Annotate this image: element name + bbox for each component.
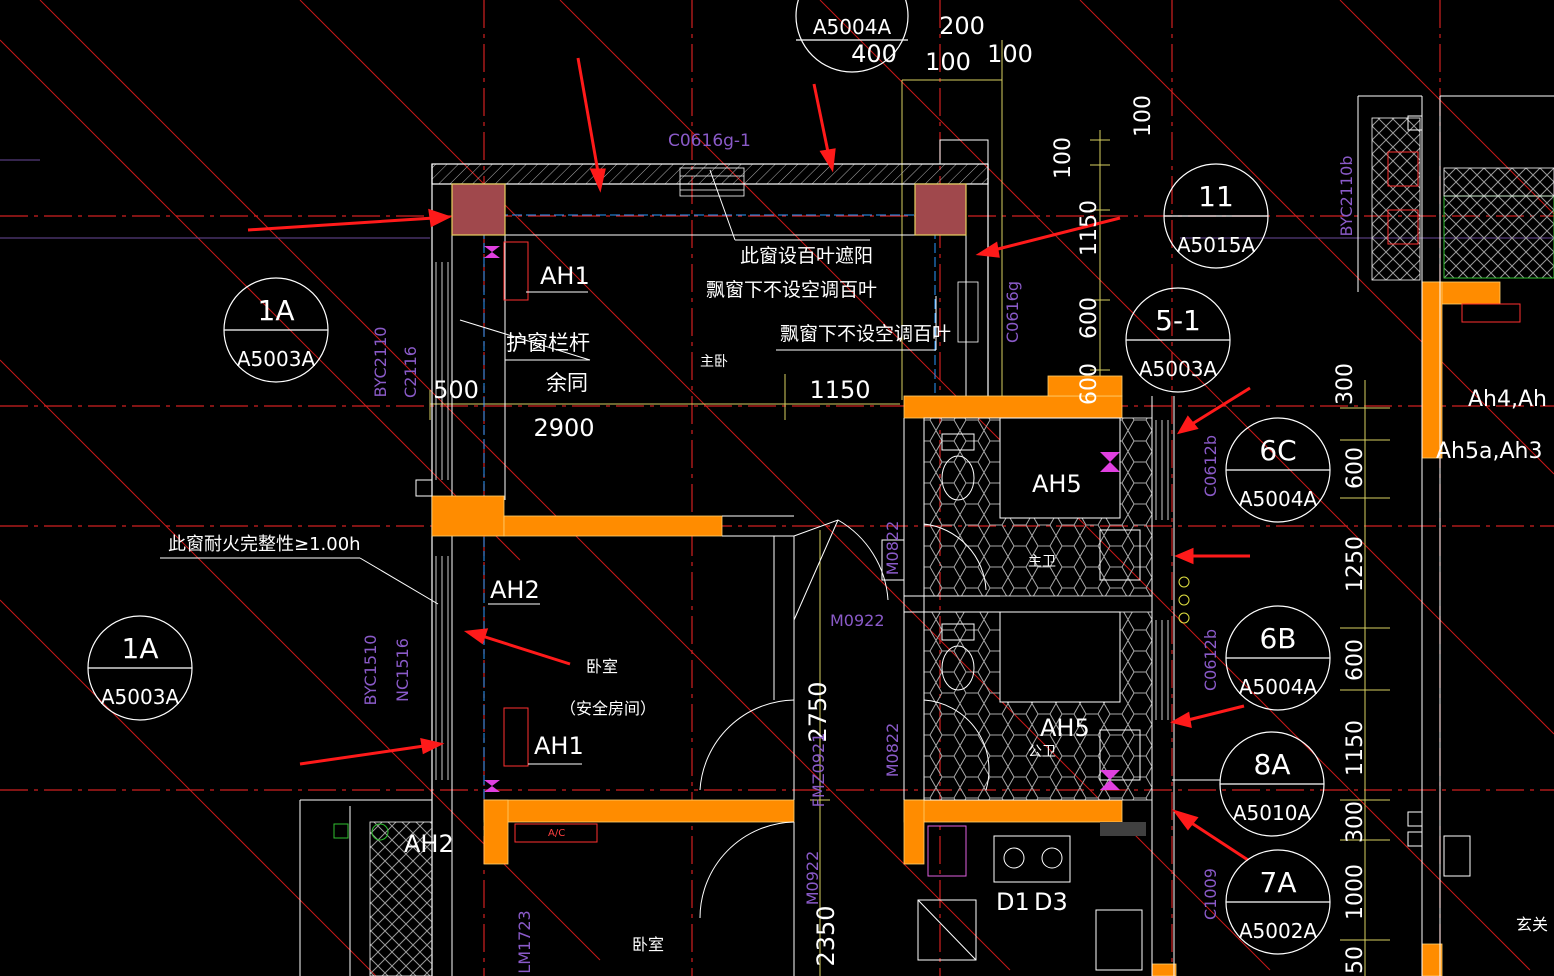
code-lm1723: LM1723: [515, 910, 534, 973]
detail-bubbles: [87, 0, 1331, 955]
dim-2350: 2350: [812, 905, 840, 966]
red-annotation-arrows: [247, 57, 1251, 862]
bathroom-tile-areas: [369, 117, 1554, 976]
note-bay-no-ac-a: 飘窗下不设空调百叶: [706, 279, 877, 301]
vdim-100-b: 100: [1051, 137, 1076, 179]
note-same-rest: 余同: [546, 371, 588, 395]
room-public-bath: 公卫: [1028, 744, 1056, 760]
bubble-1a-bottom-num: 1A: [122, 632, 159, 665]
door-swings: [699, 519, 990, 919]
master-bedroom-walls: [431, 139, 989, 976]
toilet-fixtures: [941, 433, 1141, 781]
bubble-1a-top-num: 1A: [258, 294, 295, 327]
tag-d1: D1: [996, 888, 1030, 916]
rdim-1150: 1150: [1343, 720, 1368, 776]
bubble-7a-ref: A5002A: [1239, 919, 1318, 943]
code-c0612b-b: C0612b: [1201, 629, 1220, 691]
code-m0822-b: M0822: [883, 723, 902, 778]
vdim-1150: 1150: [1077, 200, 1102, 256]
dim-200: 200: [939, 12, 985, 40]
concrete-walls: [431, 281, 1501, 976]
tag-ah2-bottom: AH2: [404, 830, 454, 858]
code-m0822-a: M0822: [883, 521, 902, 576]
rdim-600-b: 600: [1343, 639, 1368, 681]
dim-2750: 2750: [804, 681, 832, 742]
code-c2116: C2116: [401, 346, 420, 398]
bubble-6c-num: 6C: [1259, 434, 1296, 467]
code-byc2110b: BYC2110b: [1337, 155, 1356, 236]
bubble-1a-top-ref: A5003A: [237, 347, 316, 371]
dim-100-b: 100: [987, 40, 1033, 68]
room-safe-room: （安全房间）: [560, 699, 656, 718]
room-bedroom: 卧室: [586, 657, 618, 676]
bubble-11-num: 11: [1198, 180, 1234, 213]
rdim-300: 300: [1343, 801, 1368, 843]
bubble-6b-ref: A5004A: [1239, 675, 1318, 699]
dim-1150: 1150: [809, 376, 870, 404]
code-c0612b-a: C0612b: [1201, 435, 1220, 497]
code-byc2110: BYC2110: [371, 327, 390, 398]
vdim-600: 600: [1077, 297, 1102, 339]
note-bay-no-ac-b: 飘窗下不设空调百叶: [780, 323, 951, 345]
window-door-codes: C0616g-1 C0616g BYC2110 C2116 BYC1510 NC…: [361, 131, 1356, 974]
vdim-600-b: 600: [1077, 363, 1102, 405]
code-fmz0921: FMZ0921: [809, 733, 828, 808]
code-m0922-a: M0922: [830, 611, 885, 630]
bubble-6b-num: 6B: [1259, 622, 1296, 655]
bubble-8a-num: 8A: [1254, 748, 1291, 781]
bubble-5-1-ref: A5003A: [1139, 357, 1218, 381]
dim-500: 500: [433, 376, 479, 404]
bubble-5-1-num: 5-1: [1155, 304, 1201, 337]
note-guard-rail: 护窗栏杆: [506, 331, 590, 355]
tag-ah4: Ah4,Ah: [1468, 387, 1547, 412]
code-nc1516: NC1516: [393, 638, 412, 702]
bubble-1a-bottom-ref: A5003A: [101, 685, 180, 709]
code-byc1510: BYC1510: [361, 635, 380, 706]
bubble-8a-ref: A5010A: [1233, 801, 1312, 825]
dim-400: 400: [851, 40, 897, 68]
bubble-11-ref: A5015A: [1177, 233, 1256, 257]
tag-d3: D3: [1034, 888, 1068, 916]
label-ac: A/C: [548, 828, 565, 839]
tag-ah5a: Ah5a,Ah3: [1436, 439, 1542, 464]
annotation-texts: 此窗设百叶遮阳 飘窗下不设空调百叶 飘窗下不设空调百叶 护窗栏杆 余同 主卧 此…: [168, 245, 1548, 954]
ac-units: [503, 151, 1521, 843]
detail-bubble-texts: 1A A5003A 1A A5003A 11 A5015A 5-1 A5003A…: [101, 15, 1318, 943]
room-master-bed: 主卧: [700, 354, 728, 370]
dim-100-a: 100: [925, 48, 971, 76]
dim-2900: 2900: [533, 414, 594, 442]
kitchen-stove: [917, 825, 1143, 971]
tag-ah1-low: AH1: [534, 732, 584, 760]
tag-ah2-mid: AH2: [490, 576, 540, 604]
pipe-markers: [333, 115, 1471, 877]
rdim-600-a: 600: [1343, 447, 1368, 489]
room-bedroom-2: 卧室: [632, 935, 664, 954]
tag-ah5-a: AH5: [1032, 470, 1082, 498]
room-entry: 玄关: [1516, 915, 1548, 934]
code-m0922-b: M0922: [803, 851, 822, 906]
structural-columns: [451, 183, 967, 236]
tag-ah5-b: AH5: [1040, 714, 1090, 742]
rdim-1000: 1000: [1343, 864, 1368, 920]
bubble-top-ref: A5004A: [813, 15, 892, 39]
bubble-7a-num: 7A: [1260, 866, 1297, 899]
dimension-lines: [429, 40, 1390, 976]
room-master-bath: 主卫: [1028, 554, 1056, 570]
note-fire-rating: 此窗耐火完整性≥1.00h: [168, 534, 361, 555]
code-c0616g-1: C0616g-1: [668, 131, 751, 151]
tag-ah1-top: AH1: [540, 262, 590, 290]
dimension-texts: 200 400 100 100 500 2900 1150 2750 2350 …: [433, 12, 1368, 974]
rdim-300-top: 300: [1333, 363, 1358, 405]
vdim-100-a: 100: [1131, 95, 1156, 137]
code-c0616g: C0616g: [1003, 281, 1022, 343]
leader-lines: [160, 169, 1220, 781]
code-c1009: C1009: [1201, 868, 1220, 920]
bubble-6c-ref: A5004A: [1239, 487, 1318, 511]
rdim-50: 50: [1343, 946, 1368, 974]
note-shutter: 此窗设百叶遮阳: [740, 245, 873, 267]
rdim-1250: 1250: [1343, 536, 1368, 592]
